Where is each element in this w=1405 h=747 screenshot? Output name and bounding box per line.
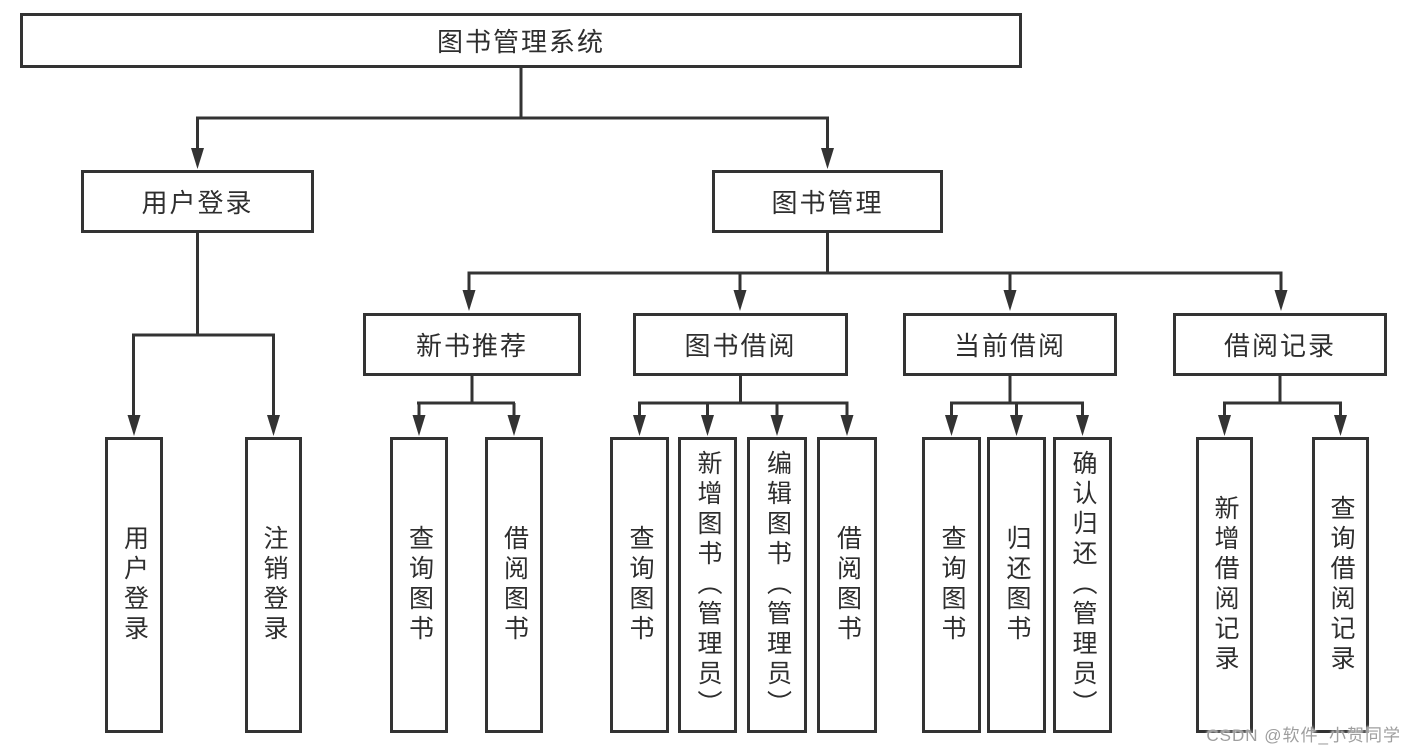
leaf-label: 查询图书	[626, 525, 654, 645]
leaf-logout: 注销登录	[245, 437, 302, 733]
arrowhead-icon	[127, 415, 141, 436]
leaf-borrow-books-recommend: 借阅图书	[485, 437, 543, 733]
node-new-book-recommendation: 新书推荐	[363, 313, 581, 376]
arrowhead-icon	[1003, 290, 1017, 311]
csdn-watermark: CSDN @软件_小贺同学	[1206, 726, 1401, 745]
arrowhead-icon	[733, 290, 747, 311]
arrowhead-icon	[633, 415, 646, 436]
node-borrowing-records: 借阅记录	[1173, 313, 1387, 376]
arrowhead-icon	[191, 148, 204, 169]
arrowhead-icon	[507, 415, 521, 436]
arrowhead-icon	[1218, 415, 1231, 436]
node-library-management-system: 图书管理系统	[20, 13, 1022, 68]
arrowhead-icon	[267, 415, 280, 436]
arrowhead-icon	[1274, 290, 1288, 311]
leaf-label: 借阅图书	[833, 525, 862, 645]
arrowhead-icon	[1010, 415, 1023, 436]
leaf-label: 查询图书	[405, 525, 434, 645]
leaf-edit-books-admin: 编辑图书（管理员）	[747, 437, 807, 733]
leaf-label: 查询借阅记录	[1327, 495, 1355, 675]
leaf-label: 用户登录	[120, 525, 149, 645]
leaf-query-books-current: 查询图书	[922, 437, 981, 733]
arrowhead-icons	[127, 148, 1347, 436]
leaf-user-login: 用户登录	[105, 437, 163, 733]
arrowhead-icon	[840, 415, 854, 436]
node-book-borrowing: 图书借阅	[633, 313, 848, 376]
leaf-label: 编辑图书（管理员）	[763, 450, 792, 720]
node-current-borrowing: 当前借阅	[903, 313, 1117, 376]
leaf-label: 查询图书	[938, 525, 966, 645]
arrowhead-icon	[1076, 415, 1089, 436]
arrowhead-icon	[701, 415, 714, 436]
arrowhead-icon	[821, 148, 834, 169]
leaf-label: 确认归还（管理员）	[1069, 450, 1097, 720]
leaf-query-books-recommend: 查询图书	[390, 437, 448, 733]
node-user-login-group: 用户登录	[81, 170, 314, 233]
leaf-label: 新增图书（管理员）	[694, 450, 722, 720]
leaf-borrow-books: 借阅图书	[817, 437, 877, 733]
tree-branch-lines	[132, 66, 1342, 405]
node-book-management: 图书管理	[712, 170, 943, 233]
leaf-label: 注销登录	[260, 525, 288, 645]
leaf-query-books-borrow: 查询图书	[610, 437, 669, 733]
leaf-confirm-return-admin: 确认归还（管理员）	[1053, 437, 1112, 733]
leaf-label: 归还图书	[1003, 525, 1031, 645]
leaf-add-borrow-record: 新增借阅记录	[1196, 437, 1253, 733]
leaf-query-borrow-record: 查询借阅记录	[1312, 437, 1369, 733]
arrowhead-icon	[1334, 415, 1347, 436]
arrowhead-icon	[770, 415, 784, 436]
leaf-add-books-admin: 新增图书（管理员）	[678, 437, 737, 733]
arrow-stub-lines	[132, 118, 1342, 419]
arrowhead-icon	[945, 415, 958, 436]
leaf-label: 新增借阅记录	[1211, 495, 1239, 675]
arrowhead-icon	[462, 290, 476, 311]
leaf-return-books: 归还图书	[987, 437, 1046, 733]
leaf-label: 借阅图书	[500, 525, 529, 645]
arrowhead-icon	[412, 415, 426, 436]
